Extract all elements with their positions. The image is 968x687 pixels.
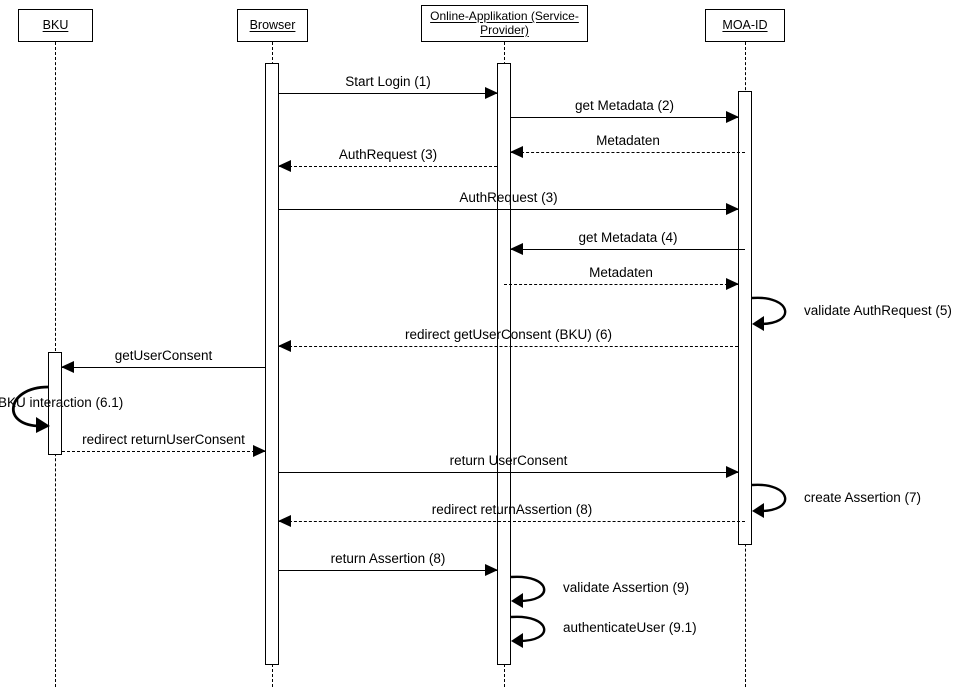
message-line bbox=[62, 451, 265, 452]
lifeline-header-label-bku: BKU bbox=[42, 18, 69, 33]
selfcall-label: validate AuthRequest (5) bbox=[804, 303, 952, 318]
activation-bar-browser bbox=[265, 63, 279, 665]
selfcall-label: create Assertion (7) bbox=[804, 490, 922, 505]
message-label: return UserConsent bbox=[449, 453, 568, 468]
arrowhead-icon bbox=[726, 110, 739, 123]
message-line bbox=[504, 284, 738, 285]
arrowhead-icon bbox=[253, 444, 266, 457]
message-line bbox=[279, 521, 745, 522]
selfcall-loop-icon bbox=[751, 483, 787, 518]
message-label: Metadaten bbox=[596, 133, 660, 148]
message-line bbox=[279, 209, 738, 210]
message-line bbox=[279, 93, 497, 94]
arrowhead-icon bbox=[726, 465, 739, 478]
activation-bar-bku bbox=[48, 352, 62, 455]
message-label: redirect returnUserConsent bbox=[82, 432, 245, 447]
selfcall-loop-icon bbox=[751, 296, 787, 331]
selfcall-loop-icon bbox=[510, 575, 546, 608]
arrowhead-icon bbox=[485, 86, 498, 99]
message-line bbox=[511, 117, 738, 118]
selfcall-validate-assertion[interactable]: validate Assertion (9) bbox=[510, 574, 689, 608]
message-label: getUserConsent bbox=[114, 348, 213, 363]
lifeline-header-label-oa: Online-Applikation (Service-Provider) bbox=[430, 8, 579, 37]
message-line bbox=[279, 346, 738, 347]
arrowhead-icon bbox=[278, 514, 291, 527]
arrowhead-icon bbox=[278, 159, 291, 172]
arrowhead-icon bbox=[485, 563, 498, 576]
selfcall-label: BKU interaction (6.1) bbox=[0, 395, 124, 410]
lifeline-header-label-moaid: MOA-ID bbox=[722, 18, 768, 33]
lifeline-header-label-browser: Browser bbox=[249, 18, 296, 33]
lifeline-header-bku[interactable]: BKU bbox=[18, 9, 93, 42]
selfcall-loop-icon bbox=[510, 615, 546, 648]
message-label: redirect getUserConsent (BKU) (6) bbox=[404, 327, 613, 342]
lifeline-header-oa[interactable]: Online-Applikation (Service-Provider) bbox=[421, 5, 588, 42]
selfcall-create-assertion[interactable]: create Assertion (7) bbox=[751, 482, 921, 518]
arrowhead-icon bbox=[726, 202, 739, 215]
message-label: redirect returnAssertion (8) bbox=[431, 502, 593, 517]
activation-bar-moaid bbox=[738, 91, 752, 545]
selfcall-label: validate Assertion (9) bbox=[563, 580, 690, 595]
message-label: AuthRequest (3) bbox=[338, 147, 438, 162]
selfcall-validate-authrequest[interactable]: validate AuthRequest (5) bbox=[751, 295, 952, 331]
activation-bar-oa bbox=[497, 63, 511, 665]
message-line bbox=[62, 367, 265, 368]
arrowhead-icon bbox=[278, 339, 291, 352]
message-label: return Assertion (8) bbox=[330, 551, 446, 566]
arrowhead-icon bbox=[61, 360, 74, 373]
message-line bbox=[279, 570, 497, 571]
message-line bbox=[279, 166, 497, 167]
message-label: AuthRequest (3) bbox=[459, 190, 558, 205]
lifeline-header-moaid[interactable]: MOA-ID bbox=[705, 9, 785, 42]
selfcall-loop-icon bbox=[12, 385, 50, 433]
message-label: get Metadata (4) bbox=[578, 230, 678, 245]
arrowhead-icon bbox=[510, 242, 523, 255]
message-label: get Metadata (2) bbox=[574, 98, 675, 113]
message-line bbox=[511, 152, 745, 153]
message-line bbox=[511, 249, 745, 250]
message-line bbox=[279, 472, 738, 473]
message-label: Start Login (1) bbox=[345, 74, 431, 89]
selfcall-authenticateuser[interactable]: authenticateUser (9.1) bbox=[510, 614, 697, 648]
message-label: Metadaten bbox=[589, 265, 653, 280]
lifeline-header-browser[interactable]: Browser bbox=[237, 9, 308, 42]
arrowhead-icon bbox=[510, 145, 523, 158]
arrowhead-icon bbox=[726, 277, 739, 290]
selfcall-label: authenticateUser (9.1) bbox=[563, 620, 697, 635]
